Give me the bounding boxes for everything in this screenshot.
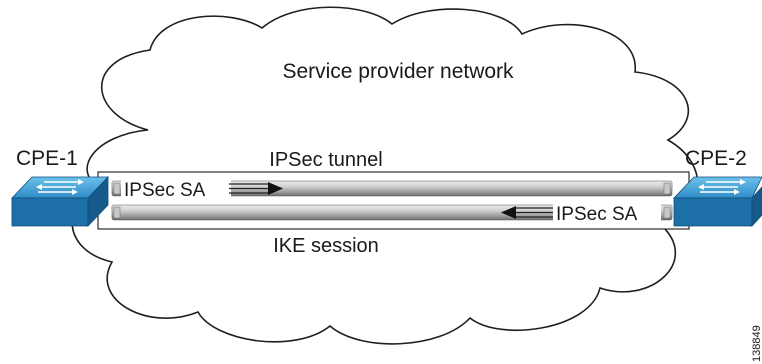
cpe-2-label: CPE-2 [685,147,747,170]
cpe-1-label: CPE-1 [16,147,78,170]
sa-inbound-arrow [501,206,553,219]
switch-icon [11,176,109,227]
sa-outbound-arrow [229,182,283,195]
sa-inbound-label-bg [553,203,661,223]
cloud-label: Service provider network [282,60,514,83]
sa-outbound-label: IPSec SA [124,180,206,201]
figure-id: 138849 [751,325,762,362]
sa-outbound-label-bg [121,179,231,199]
sa-inbound-pipe [111,204,673,221]
tunnel-label: IPSec tunnel [269,149,382,171]
sa-inbound-label: IPSec SA [556,204,638,225]
switch-icon [673,176,762,228]
session-label: IKE session [273,235,379,257]
sa-outbound-pipe [111,180,673,197]
